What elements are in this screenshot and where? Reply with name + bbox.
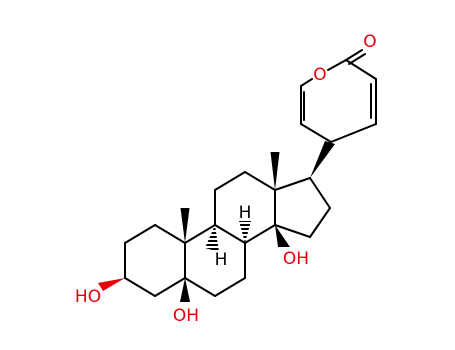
c9-hash-bond [205, 225, 219, 252]
ring-oxygen-label: O [313, 65, 326, 85]
ring-d [274, 177, 331, 238]
pyranone-ring [300, 49, 377, 143]
ring-a [124, 224, 186, 297]
c13-methyl-wedge [270, 152, 280, 190]
c8-hash-bond [239, 221, 251, 243]
hydroxyl-3-label: HO [75, 287, 101, 307]
carbonyl-oxygen-label: O [363, 32, 376, 52]
c14-oh-wedge [275, 225, 290, 247]
c17-pyranone-wedge [310, 141, 335, 178]
hydrogen-8-label: H [239, 203, 252, 223]
ring-c [214, 171, 276, 244]
c5-oh-wedge [180, 278, 190, 302]
hydroxyl-14-label: OH [283, 249, 309, 269]
hydrogen-9-label: H [215, 250, 228, 270]
ring-b [184, 224, 246, 297]
c10-methyl-wedge [180, 208, 190, 243]
hydroxyl-5-label: OH [173, 306, 199, 326]
c3-oh-wedge [98, 278, 125, 291]
